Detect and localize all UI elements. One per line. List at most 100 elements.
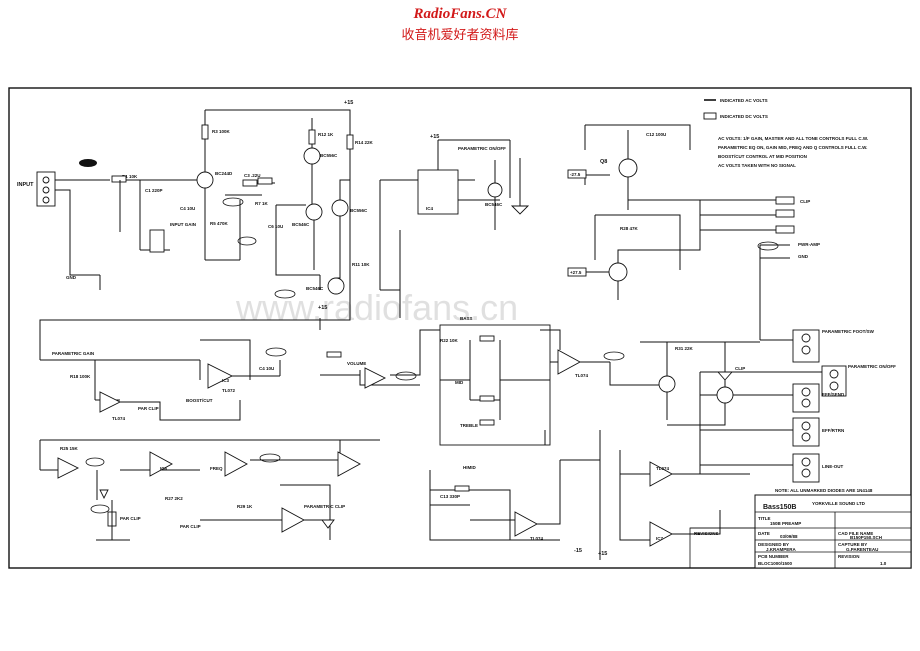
pcb-value: BLOC1000/1500 <box>758 561 793 566</box>
freq-label: FREQ <box>210 466 223 471</box>
note-2: PARAMETRIC EQ ON, GAIN MID, FREQ AND Q C… <box>718 145 867 150</box>
v-plus15-top: +15 <box>344 100 353 106</box>
himid-label: HIMID <box>463 465 476 470</box>
c-label-parametric: C4 10U <box>259 366 274 371</box>
r5-label: R5 470K <box>210 221 229 226</box>
c3-label: C4 10U <box>180 206 195 211</box>
q8-label: Q8 <box>600 159 607 165</box>
treble-label: TREBLE <box>460 423 478 428</box>
volume-label: VOLUME <box>347 361 366 366</box>
q8-transistor <box>618 158 638 178</box>
r29-label: R29 1K <box>237 504 253 509</box>
jack-eff-rtrn <box>792 417 820 447</box>
c2-label: C3 .22U <box>244 173 261 178</box>
bass-label: BASS <box>460 316 473 321</box>
capturer-value: G.PARENTEAU <box>846 547 878 552</box>
clip-out-label: CLIP <box>800 199 810 204</box>
pcb-label: PCB NUMBER <box>758 554 789 559</box>
c1-label: C1 220P <box>145 188 163 193</box>
logo-text: Bass150B <box>763 504 796 511</box>
clip-led-label: CLIP <box>735 366 745 371</box>
designer-value: J.KRAMPERA <box>766 547 797 552</box>
ic4 <box>417 169 459 215</box>
ic6-opamp <box>149 451 173 477</box>
note-1: AC VOLTS: 1/F GAIN, MASTER AND ALL TONE … <box>718 136 868 141</box>
company-name: YORKVILLE SOUND LTD <box>812 501 866 506</box>
r28-label: R28 47K <box>620 226 639 231</box>
r1-label: R1 10K <box>122 174 138 179</box>
ic-op-lower-3 <box>337 451 361 477</box>
note-3: BOOST/CUT CONTROL AT MID POSITION <box>718 154 807 159</box>
node-minus-27-label: -27.5 <box>570 172 581 177</box>
title-value: 150B PREAMP <box>770 521 801 526</box>
revisions-label: REVISIONS <box>694 531 719 536</box>
c12-label: C12 100U <box>646 132 666 137</box>
q11-transistor <box>716 386 734 404</box>
q5-type: BC546C <box>306 286 324 291</box>
q5-transistor <box>327 277 345 295</box>
q4-type: BC556C <box>350 208 368 213</box>
par-clip-label-1: PAR CLIP <box>138 406 159 411</box>
r7-label: R7 1K <box>255 201 269 206</box>
date-label: DATE <box>758 531 770 536</box>
ic-volume-opamp <box>364 367 387 389</box>
r18-label: R18 100K <box>70 374 91 379</box>
ic4-label: IC4 <box>426 206 434 211</box>
ic7-label-a: TL074 <box>656 466 670 471</box>
mid-label: MID <box>455 380 464 385</box>
par-clip-label-3: PAR CLIP <box>180 524 201 529</box>
cad-file-value: B150P150.SCH <box>850 535 882 540</box>
r14-label: R14 22K <box>355 140 374 145</box>
capture-by-label: CAPTURE BY <box>838 542 867 547</box>
tone-stack-frame <box>439 324 551 446</box>
ic3-opamp <box>207 363 234 389</box>
ic7-opamp-b <box>649 521 673 547</box>
parametric-clip-label: PARAMETRIC CLIP <box>304 504 345 509</box>
r3-label: R3 100K <box>212 129 231 134</box>
cad-file-label: CAD FILE NAME <box>838 531 873 536</box>
r31-label: R31 22K <box>675 346 694 351</box>
ic-op-lower-2 <box>224 451 248 477</box>
v-plus15-bottom: +15 <box>598 551 607 557</box>
ic2-type: TL074 <box>112 416 126 421</box>
input-label: INPUT <box>17 182 34 188</box>
jack-parametric-foot <box>792 329 820 363</box>
ic3-type: TL072 <box>222 388 236 393</box>
q6-type: BC546C <box>485 202 503 207</box>
date-value: 03/09/88 <box>780 534 798 539</box>
ic6-label: IC6 <box>160 466 168 471</box>
note-indicated-dc: INDICATED DC VOLTS <box>720 114 768 119</box>
c13-label: C13 330P <box>440 494 460 499</box>
ic7-label-b: IC7 <box>656 536 664 541</box>
q3-transistor <box>305 203 323 221</box>
v-plus15-mid: +15 <box>318 305 327 311</box>
v-plus15-ic4: +15 <box>430 134 439 140</box>
c6-label: C6 10U <box>268 224 283 229</box>
q3-type: BC546C <box>292 222 310 227</box>
title-label: TITLE <box>758 516 771 521</box>
ic-himid-type: TL074 <box>530 536 544 541</box>
revision-label: REVISION <box>838 554 860 559</box>
watermark: www.radiofans.cn <box>235 287 518 328</box>
input-gain-label: INPUT GAIN <box>170 222 196 227</box>
note-indicated-ac: INDICATED AC VOLTS <box>720 98 768 103</box>
q2-type: BC556C <box>320 153 338 158</box>
jack-eff-send <box>792 383 820 413</box>
note-unmarked-diodes: NOTE: ALL UNMARKED DIODES ARE 1N4148 <box>775 488 873 493</box>
node-plus-27 <box>567 267 587 277</box>
q6-transistor <box>487 182 503 198</box>
pwr-amp-label: PWR-AMP <box>798 242 820 247</box>
jack-parametric-onoff <box>821 365 847 397</box>
gnd-label: GND <box>66 275 77 280</box>
parametric-gain-label: PARAMETRIC GAIN <box>52 351 94 356</box>
jack-parametric-foot-label: PARAMETRIC FOOT/SW <box>822 329 875 334</box>
q10-transistor <box>658 375 676 393</box>
r27-label: R27 2K2 <box>165 496 183 501</box>
note-4: AC VOLTS TAKEN WITH NO SIGNAL <box>718 163 796 168</box>
node-plus-27-label: +27.5 <box>570 270 582 275</box>
r12-label: R12 1K <box>318 132 334 137</box>
r25-label: R25 15K <box>60 446 79 451</box>
designed-by-label: DESIGNED BY <box>758 542 789 547</box>
par-clip-label-2: PAR CLIP <box>120 516 141 521</box>
